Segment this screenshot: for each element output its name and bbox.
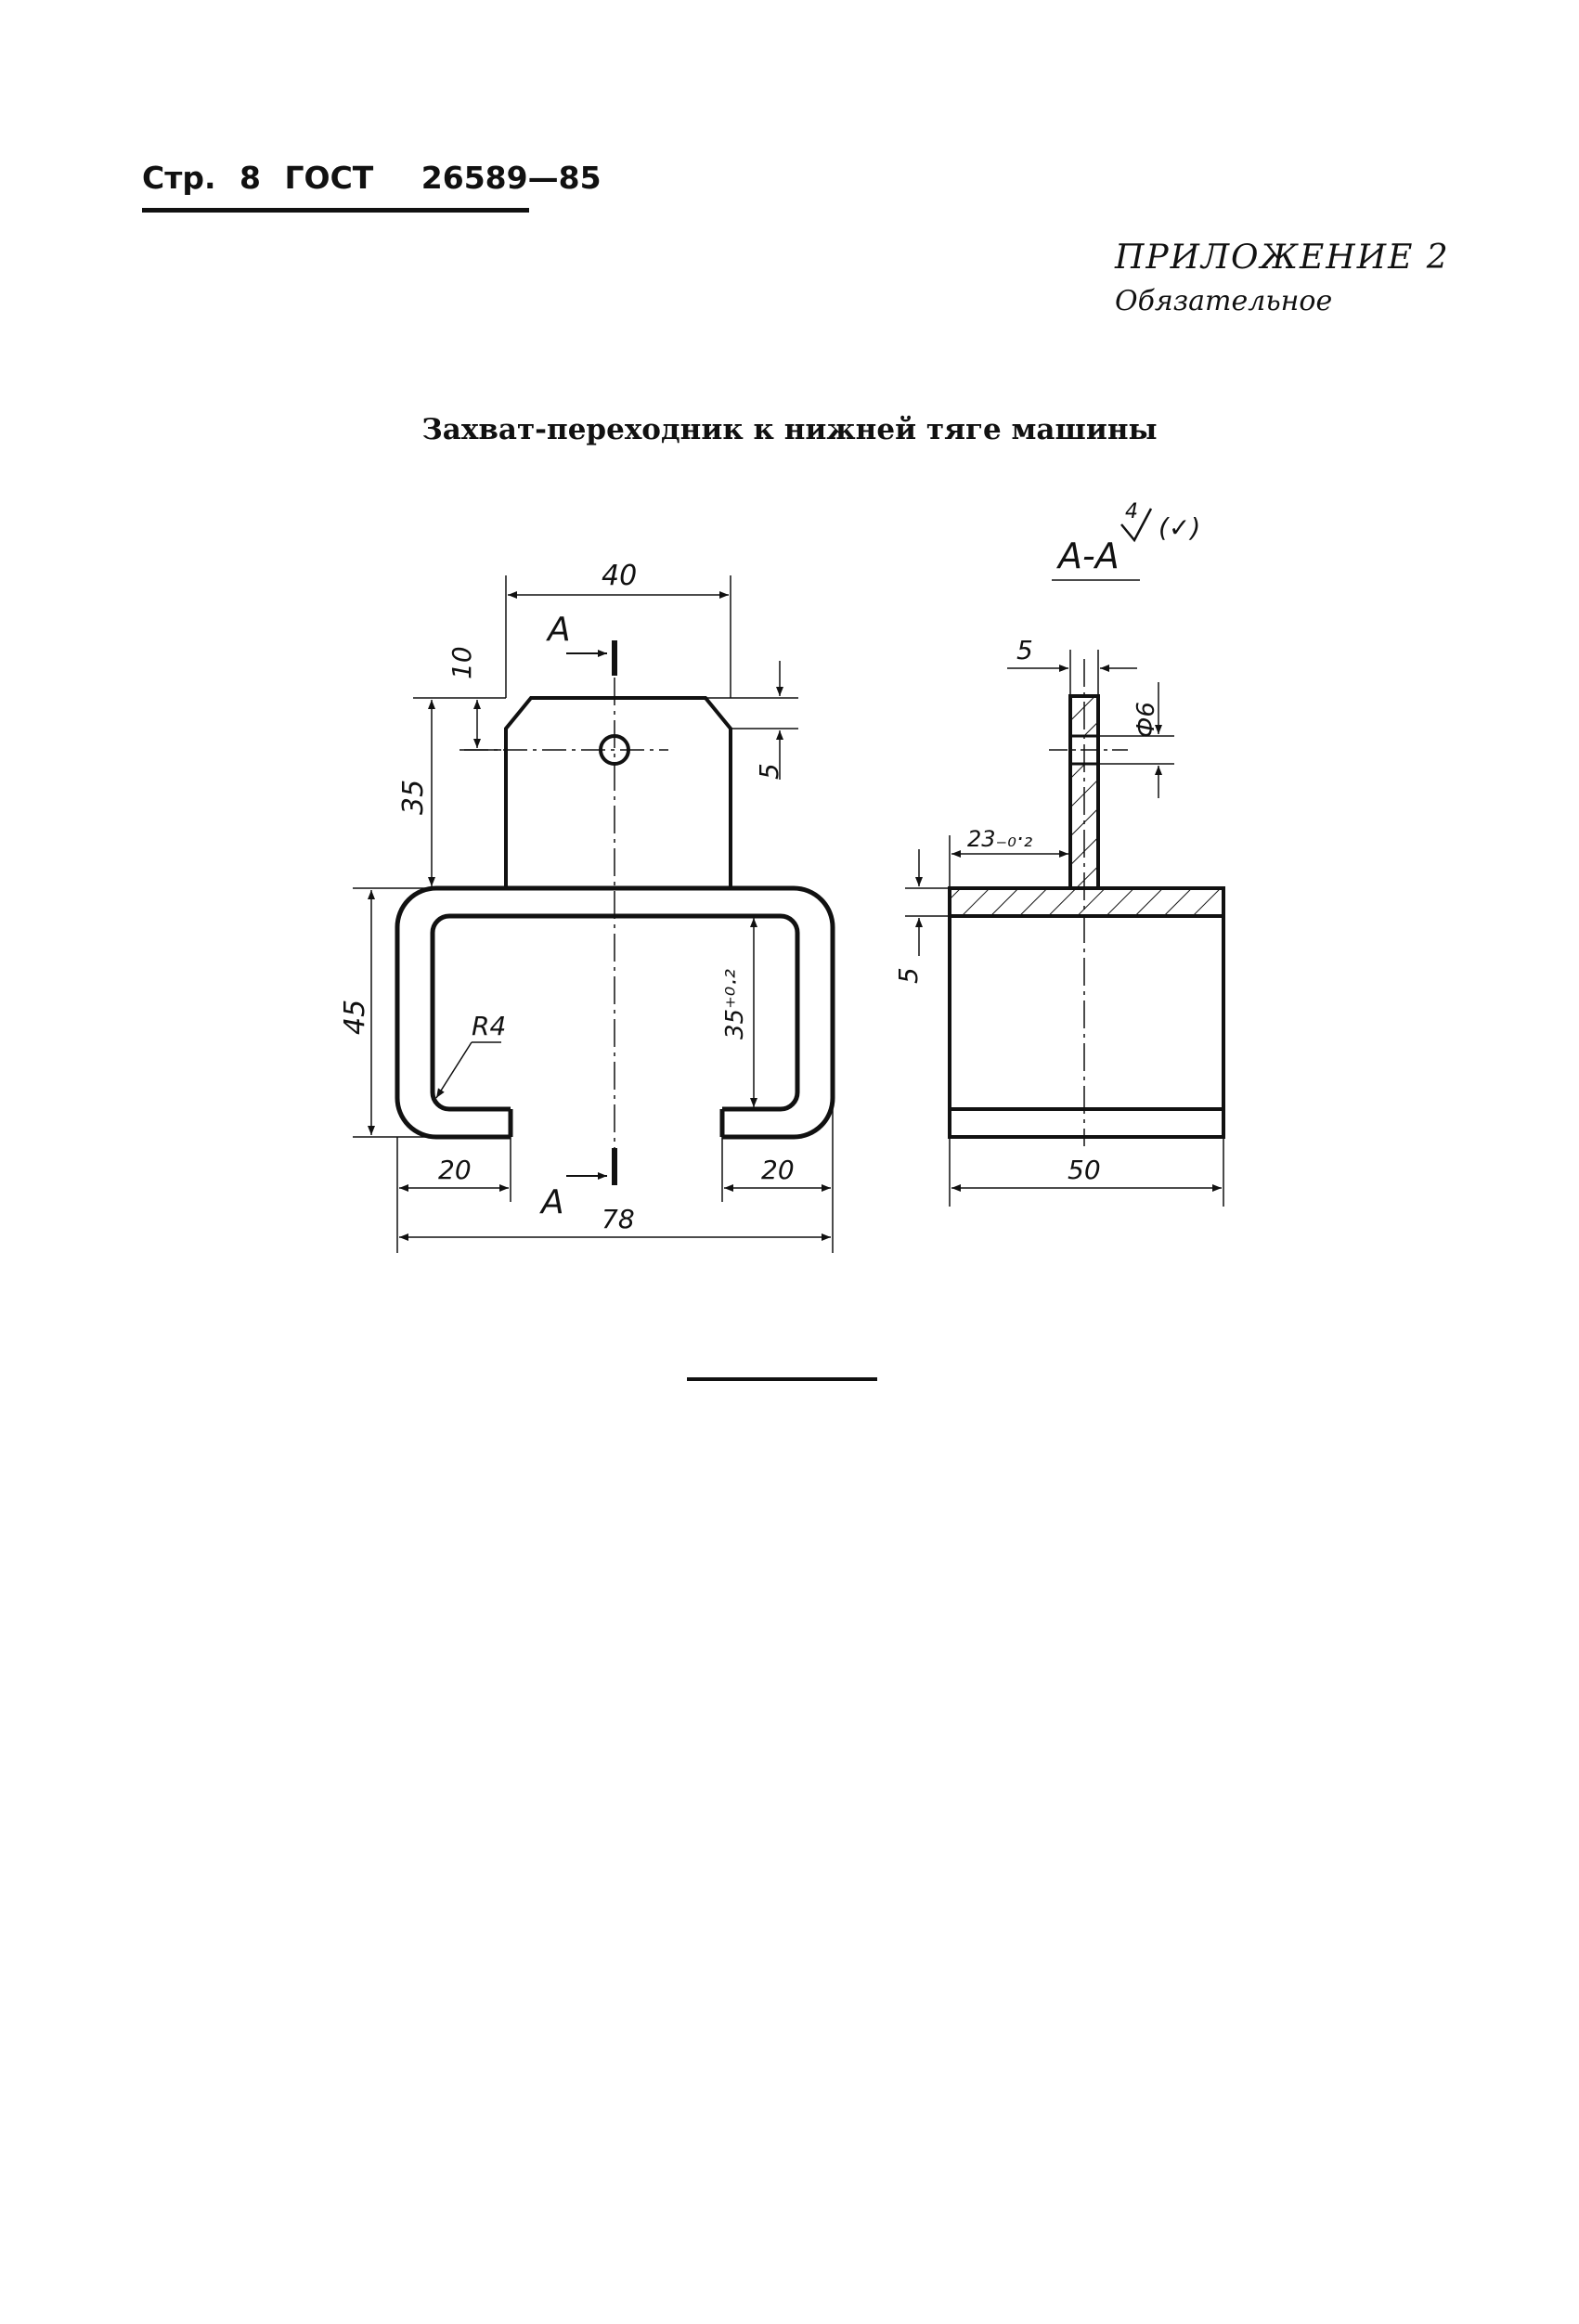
- standard-number: 26589—85: [421, 160, 602, 196]
- appendix-status: Обязательное: [1115, 285, 1333, 317]
- appendix-title: ПРИЛОЖЕНИЕ 2: [1115, 239, 1450, 277]
- dim-chamfer: 5: [754, 763, 784, 780]
- body-outer-contour: [395, 885, 835, 1140]
- dim-wall-thickness: 5: [893, 967, 924, 984]
- dim-tab-position: 23₋₀·₂: [967, 826, 1032, 852]
- drawing-title: Захват-переходник к нижней тяге машины: [421, 413, 1158, 446]
- page-label: Стр.: [142, 160, 216, 196]
- section-mark-bottom: А: [539, 1183, 564, 1221]
- dim-top-width: 40: [602, 560, 637, 592]
- dim-hole-offset: 10: [447, 646, 477, 679]
- roughness-note: (✓): [1158, 512, 1200, 543]
- header-rule: [142, 208, 529, 213]
- dim-depth: 50: [1068, 1155, 1101, 1185]
- dim-tab-height: 35: [397, 780, 430, 815]
- section-wall-hatch: [948, 886, 1225, 918]
- standard-label: ГОСТ: [284, 160, 374, 196]
- tab-outline: [504, 696, 732, 886]
- roughness-check-icon: [1120, 508, 1153, 543]
- dim-body-height: 45: [339, 1000, 371, 1035]
- dim-tab-thickness: 5: [1016, 635, 1033, 665]
- front-view: А А 40 10 35 5 45 35⁺⁰·²: [339, 560, 835, 1253]
- section-mark-top: А: [546, 611, 571, 649]
- dim-hole-diameter: Ф6: [1132, 702, 1160, 738]
- page-number: 8: [239, 160, 261, 196]
- dim-overall-width: 78: [602, 1204, 635, 1234]
- roughness-value: 4: [1125, 500, 1138, 523]
- section-view: А-А 4 (✓) 5 Ф6 23₋₀·₂: [893, 500, 1225, 1207]
- section-label: А-А: [1055, 536, 1120, 576]
- section-bottom-lip: [948, 1107, 1225, 1139]
- dim-right-lip: 20: [761, 1155, 795, 1185]
- dim-radius: R4: [472, 1011, 506, 1041]
- dim-left-lip: 20: [438, 1155, 472, 1185]
- dim-inner-height: 35⁺⁰·²: [721, 969, 749, 1039]
- end-rule: [687, 1377, 877, 1381]
- page-header: Стр. 8 ГОСТ 26589—85: [142, 160, 602, 196]
